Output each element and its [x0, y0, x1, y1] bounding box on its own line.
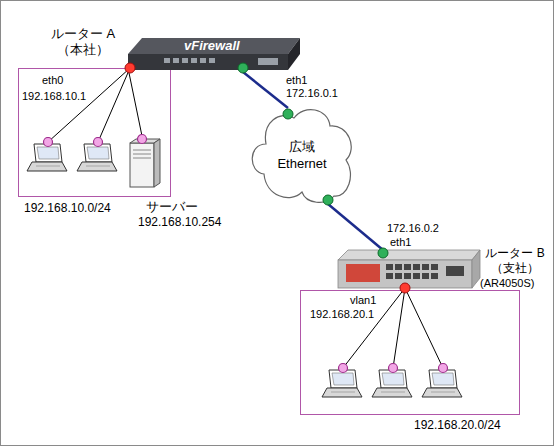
- port-name: vlan1: [350, 294, 376, 307]
- router-heading: ルーター B （支社）: [482, 246, 548, 276]
- server-ip: 192.168.10.254: [138, 215, 221, 229]
- pc-icon: [372, 364, 412, 398]
- ip-address: 192.168.20.1: [310, 308, 374, 321]
- cloud-label: 広域 Ethernet: [267, 138, 337, 172]
- lan-a-box: [19, 69, 171, 197]
- model-name: (AR4050S): [480, 277, 534, 290]
- pc-icon: [322, 364, 362, 398]
- port-name: eth1: [286, 74, 307, 87]
- server-node: サーバー192.168.10.254: [124, 136, 160, 188]
- pc-icon: [77, 138, 117, 172]
- network-link: [128, 68, 142, 136]
- network-link: [328, 204, 383, 250]
- network-link: [243, 72, 288, 108]
- server-node-shape: [124, 136, 160, 188]
- device-logo: vFirewall: [184, 38, 240, 54]
- wan-cloud: 広域 Ethernet: [248, 108, 356, 204]
- ip-address: 172.16.0.2: [387, 222, 439, 235]
- router-device: ルーター A （本社）vFirewall: [128, 38, 300, 72]
- port-name: eth0: [42, 74, 63, 87]
- ip-address: 192.168.10.1: [22, 90, 86, 103]
- server-name: サーバー: [146, 199, 198, 214]
- pc-icon: [422, 364, 462, 398]
- ip-address: 172.16.0.1: [286, 87, 338, 100]
- router-device: ルーター B （支社）(AR4050S): [338, 250, 480, 288]
- router-device-shape: [338, 250, 480, 288]
- port-name: eth1: [390, 236, 411, 249]
- lan-wires: [48, 68, 443, 368]
- pc-icon: [27, 138, 67, 172]
- router-heading: ルーター A （本社）: [44, 26, 122, 58]
- network-address: 192.168.10.0/24: [24, 201, 111, 215]
- lan-b-box: [301, 291, 520, 415]
- network-address: 192.168.20.0/24: [414, 418, 501, 432]
